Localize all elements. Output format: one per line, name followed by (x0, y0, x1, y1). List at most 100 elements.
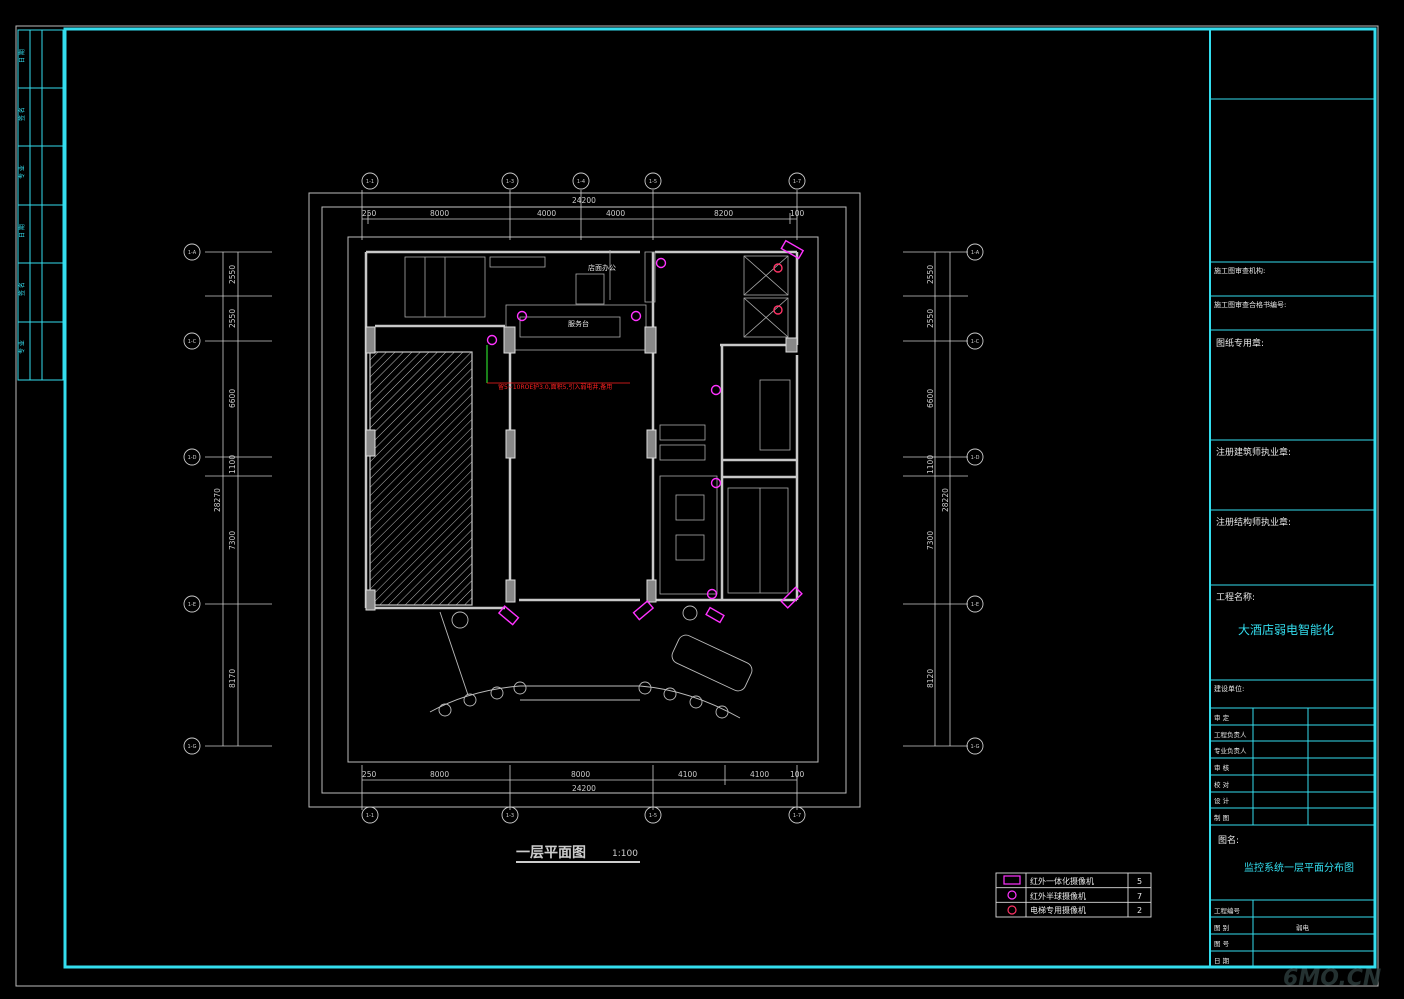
seal-cert-no: 施工图审查合格书编号: (1214, 300, 1286, 309)
dim-right-seg: 1100 (926, 455, 935, 474)
dim-bottom-seg: 250 (362, 770, 377, 779)
seal-review-org: 施工图审查机构: (1214, 266, 1265, 275)
role-label: 审 核 (1214, 763, 1230, 772)
grid-label-right: 1-E (971, 602, 979, 608)
dome-camera-icon (706, 588, 718, 600)
drawing-category: 弱电 (1296, 923, 1310, 932)
grid-label-top: 1-5 (649, 179, 657, 185)
legend-count: 5 (1137, 877, 1142, 886)
bottom-row-label: 日 期 (1214, 957, 1230, 965)
drawing-title: 一层平面图 (516, 845, 586, 861)
grid-label-left: 1-E (188, 602, 196, 608)
role-label: 工程负责人 (1214, 730, 1247, 739)
title-block-grid (1210, 98, 1374, 967)
legend-label: 电梯专用摄像机 (1030, 905, 1086, 915)
dim-left-seg: 8170 (228, 669, 237, 688)
bottom-row-label: 图 号 (1214, 940, 1230, 948)
dim-top-seg: 250 (362, 209, 377, 218)
grid-label-bottom: 1-3 (506, 813, 514, 819)
grid-label-right: 1-A (971, 250, 980, 256)
room-office: 店面办公 (588, 263, 616, 272)
dim-left-seg: 1100 (228, 455, 237, 474)
room-service-desk: 服务台 (568, 319, 589, 328)
grid-label-left: 1-G (187, 744, 196, 750)
dim-top-total: 24200 (572, 196, 596, 205)
project-label: 工程名称: (1216, 591, 1255, 603)
interior-lines (404, 250, 791, 595)
grid-label-right: 1-C (971, 339, 980, 345)
structural-columns (365, 326, 798, 611)
dim-left-total: 28270 (213, 488, 222, 512)
dim-right-seg: 7300 (926, 531, 935, 550)
legend-label: 红外一体化摄像机 (1030, 876, 1094, 886)
legend-count: 7 (1137, 892, 1142, 901)
car-outline (671, 634, 753, 692)
drawing-name-label: 图名: (1218, 834, 1239, 846)
grid-bubbles (183, 172, 984, 824)
grid-label-top: 1-3 (506, 179, 514, 185)
strip-label: 日 期 (18, 224, 26, 238)
bullet-camera-icon (780, 586, 803, 609)
dim-left-seg: 6600 (228, 389, 237, 408)
annotation-text: 留5~10ROE护3.0,面积5,引入弱电井,备用 (498, 383, 612, 391)
top-dimension-text: 24200 250 8000 4000 4000 8200 100 (362, 196, 805, 218)
dome-camera-icon (486, 334, 498, 346)
dim-bottom-seg: 100 (790, 770, 805, 779)
role-label: 校 对 (1214, 780, 1230, 789)
grid-label-bottom: 1-1 (366, 813, 374, 819)
landscape (429, 605, 753, 719)
dome-camera-icon (516, 310, 528, 322)
client-label: 建设单位: (1214, 684, 1244, 693)
dome-camera-icon (710, 477, 722, 489)
dim-right-seg: 2550 (926, 265, 935, 284)
grid-bubble-labels: 1-1 1-3 1-4 1-5 1-7 1-1 1-3 1-5 1-7 1-A … (187, 179, 979, 819)
left-sign-strip (17, 29, 64, 381)
dim-top-seg: 4000 (537, 209, 556, 218)
grid-label-left: 1-C (188, 339, 197, 345)
project-name: 大酒店弱电智能化 (1238, 622, 1334, 637)
left-dimension-text: 2550 2550 6600 1100 7300 8170 28270 (213, 265, 237, 688)
dim-bottom-seg: 8000 (571, 770, 590, 779)
title-block-text: 施工图审查机构: 施工图审查合格书编号: 图纸专用章: 注册建筑师执业章: 注册… (1214, 266, 1354, 965)
role-label: 审 定 (1214, 713, 1230, 722)
elevator-camera-legend-icon (1007, 905, 1017, 915)
bullet-camera-icon (705, 606, 725, 624)
top-dimension-lines (361, 190, 798, 240)
hatched-floor-area (369, 351, 473, 606)
strip-label: 专 业 (18, 165, 26, 179)
elevator-camera-icon (773, 305, 783, 315)
bullet-camera-icon (497, 605, 520, 626)
grid-label-top: 1-4 (577, 179, 585, 185)
dim-left-seg: 7300 (228, 531, 237, 550)
grid-label-bottom: 1-7 (793, 813, 801, 819)
dim-bottom-seg: 8000 (430, 770, 449, 779)
dim-right-seg: 8120 (926, 669, 935, 688)
dim-bottom-seg: 4100 (750, 770, 769, 779)
dim-right-seg: 2550 (926, 309, 935, 328)
dim-right-seg: 6600 (926, 389, 935, 408)
seal-drawing: 图纸专用章: (1216, 337, 1264, 349)
dim-left-seg: 2550 (228, 309, 237, 328)
dim-top-seg: 100 (790, 209, 805, 218)
grid-label-right: 1-D (971, 455, 980, 461)
bullet-camera-icon (780, 239, 805, 260)
grid-label-left: 1-D (188, 455, 197, 461)
right-dimension-text: 2550 2550 6600 1100 7300 8120 28220 (926, 265, 950, 688)
legend-table (995, 872, 1152, 918)
bottom-dimension-lines (361, 765, 798, 810)
dim-top-seg: 8200 (714, 209, 733, 218)
drawing-name: 监控系统一层平面分布图 (1244, 861, 1354, 874)
role-label: 制 图 (1214, 813, 1229, 822)
drawing-scale: 1:100 (612, 849, 638, 859)
legend-symbols (1003, 875, 1021, 915)
camera-markers (486, 239, 805, 626)
role-label: 设 计 (1214, 796, 1230, 805)
inner-border (63, 27, 1377, 969)
legend-count: 2 (1137, 906, 1142, 915)
strip-label: 签 名 (18, 107, 26, 121)
legend-text: 红外一体化摄像机 红外半球摄像机 电梯专用摄像机 5 7 2 (1030, 876, 1142, 915)
seal-structural: 注册结构师执业章: (1216, 516, 1291, 528)
grid-label-left: 1-A (188, 250, 197, 256)
dim-bottom-seg: 4100 (678, 770, 697, 779)
dome-camera-icon (710, 384, 722, 396)
